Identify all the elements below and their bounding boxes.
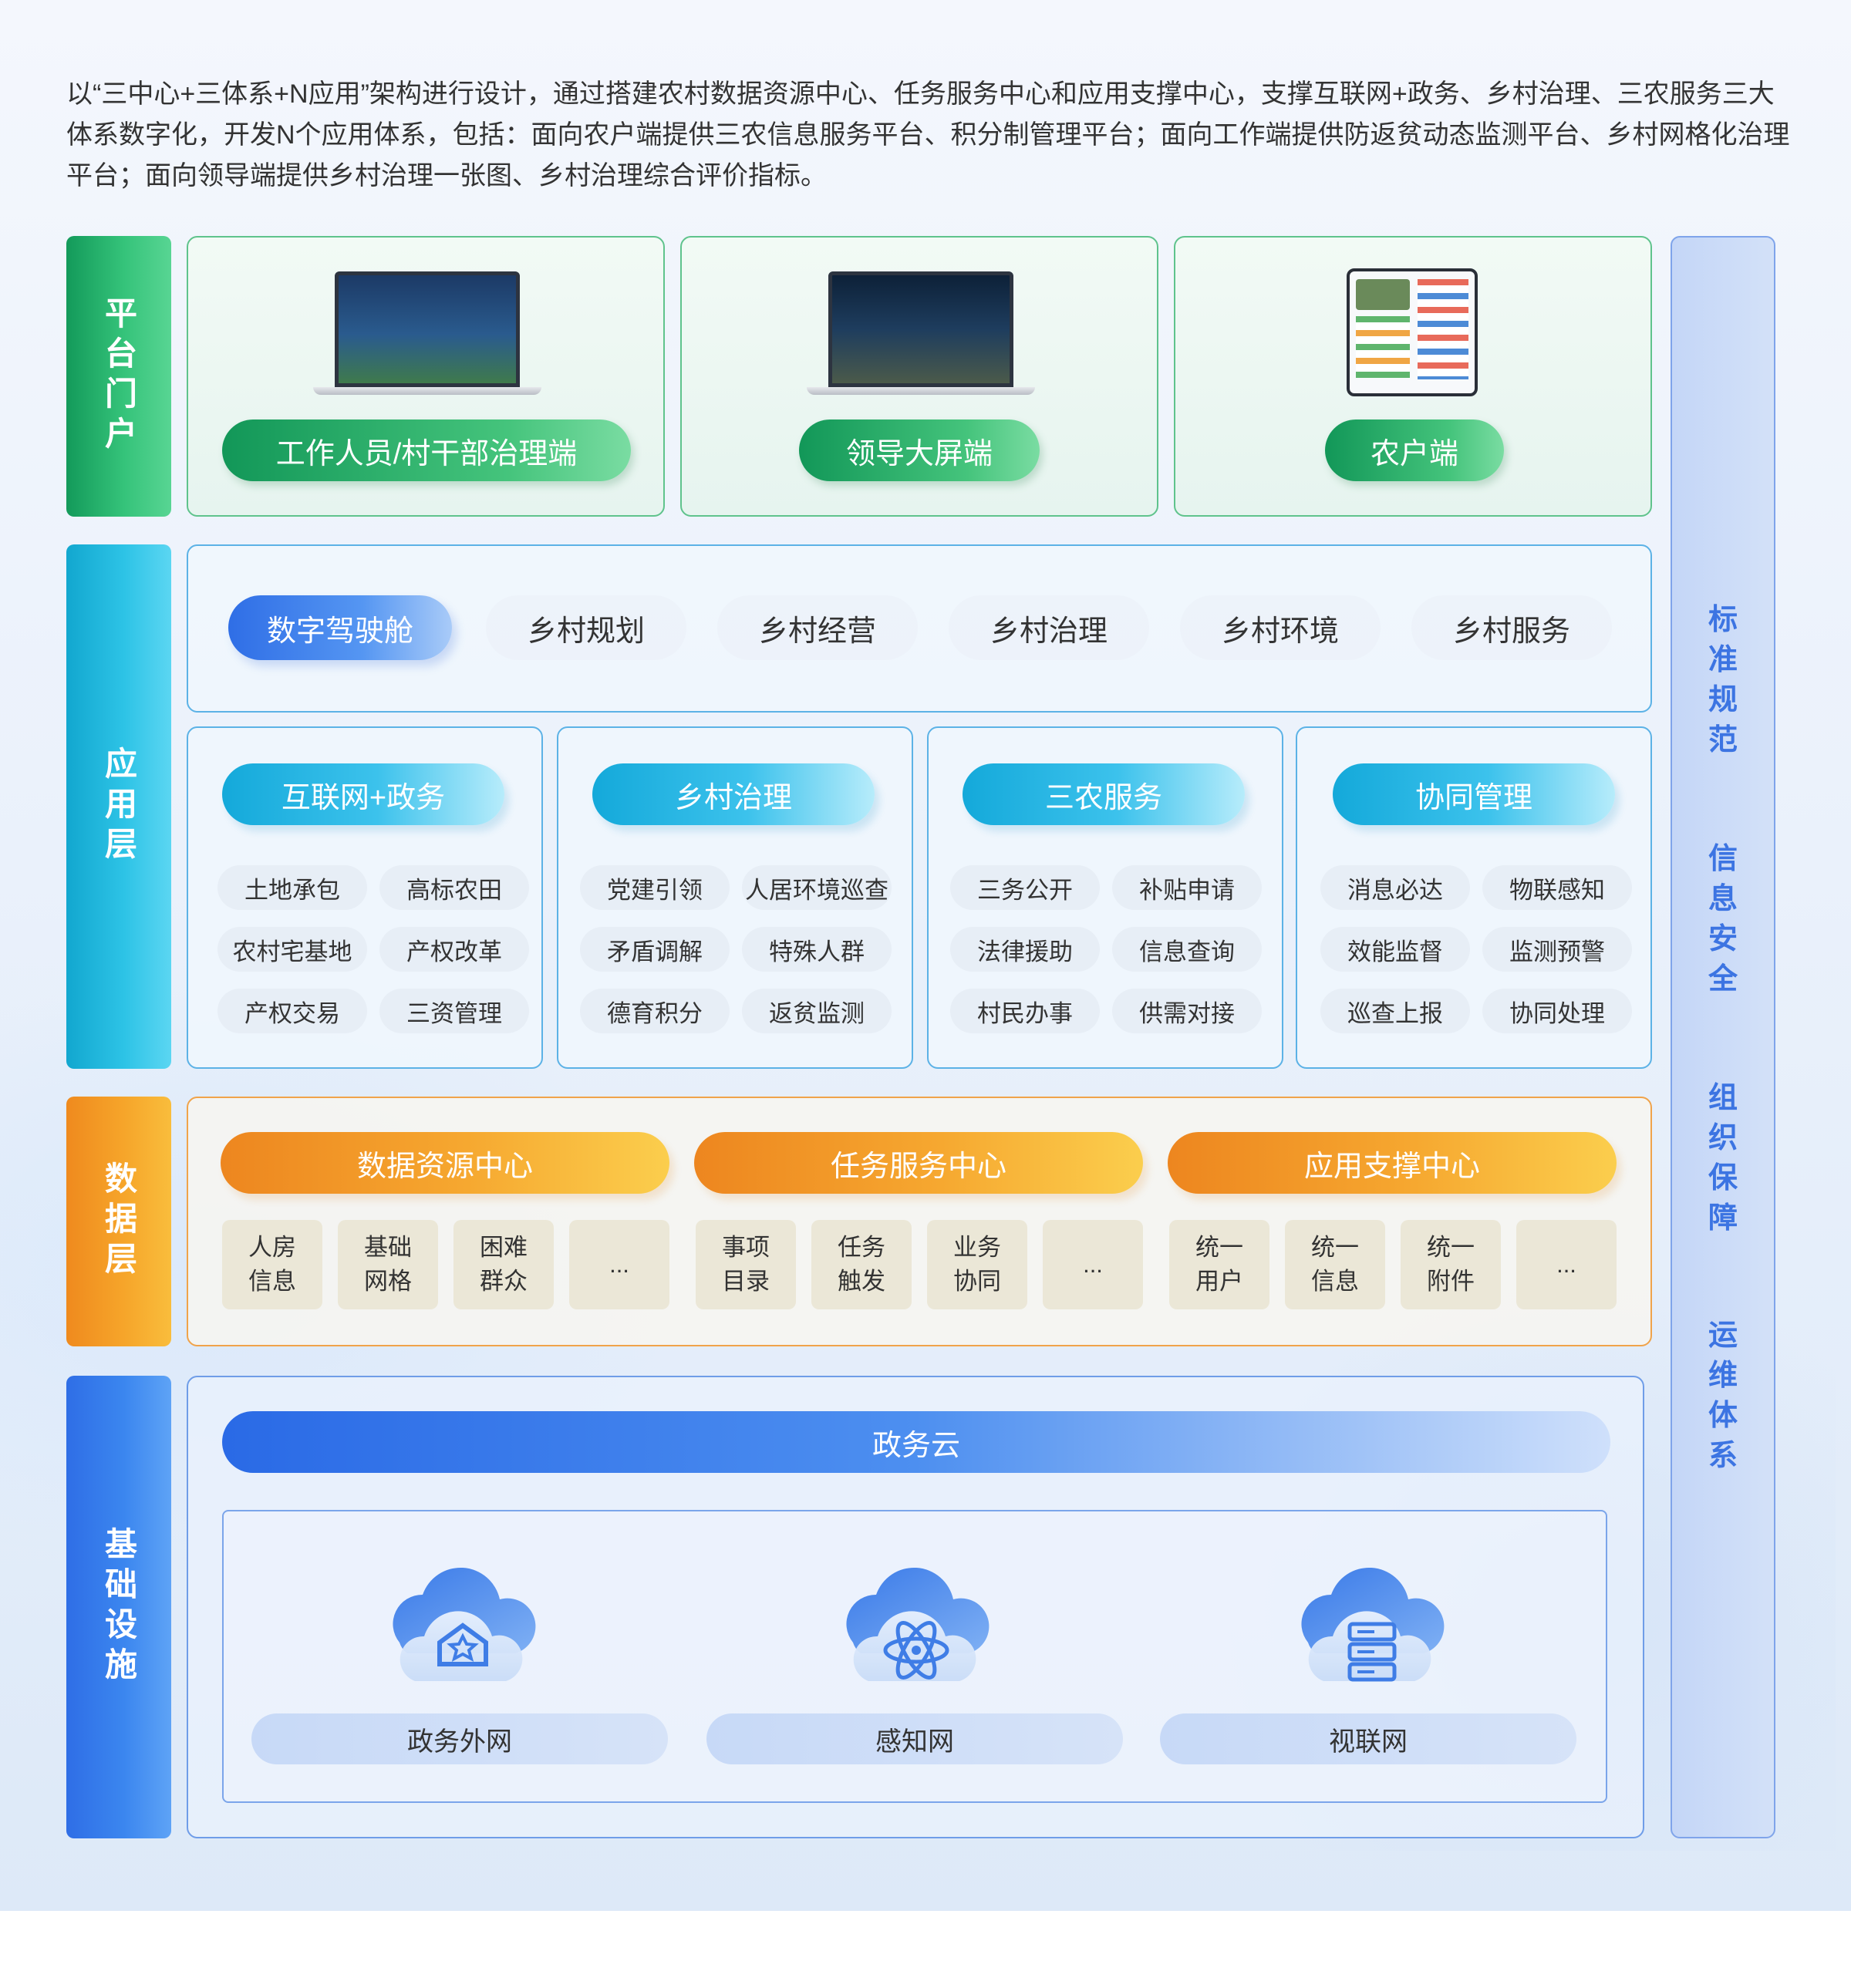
app-item[interactable]: 三务公开 [950, 865, 1100, 910]
app-item[interactable]: 村民办事 [950, 989, 1100, 1033]
data-item[interactable]: 任务触发 [811, 1220, 912, 1309]
network-label[interactable]: 视联网 [1160, 1713, 1576, 1764]
right-group-label: 运维体系 [1708, 1319, 1738, 1472]
laptop-icon [807, 271, 1035, 395]
right-group-operations: 运维体系 [1672, 1316, 1774, 1476]
app-item[interactable]: 农村宅基地 [217, 927, 367, 972]
intro-paragraph: 以“三中心+三体系+N应用”架构进行设计，通过搭建农村数据资源中心、任务服务中心… [66, 79, 1790, 190]
data-item[interactable]: 统一信息 [1285, 1220, 1385, 1309]
app-item[interactable]: 三资管理 [379, 989, 529, 1033]
nav-tab-business[interactable]: 乡村经营 [717, 595, 918, 660]
app-item[interactable]: 消息必达 [1320, 865, 1470, 910]
portal-card-leader[interactable]: 领导大屏端 [680, 236, 1158, 517]
app-item[interactable]: 监测预警 [1482, 927, 1632, 972]
network-label[interactable]: 感知网 [706, 1713, 1123, 1764]
right-group-label: 组织保障 [1708, 1082, 1738, 1235]
portal-card-farmer[interactable]: 农户端 [1174, 236, 1652, 517]
app-item[interactable]: 土地承包 [217, 865, 367, 910]
nav-tab-environment[interactable]: 乡村环境 [1180, 595, 1381, 660]
portal-button-farmer[interactable]: 农户端 [1325, 420, 1504, 481]
layer-label-application: 应用层 [66, 544, 171, 1069]
app-item[interactable]: 党建引领 [580, 865, 730, 910]
right-group-organization: 组织保障 [1672, 1078, 1774, 1238]
app-group-title: 互联网+政务 [222, 763, 504, 825]
app-item[interactable]: 法律援助 [950, 927, 1100, 972]
app-item[interactable]: 特殊人群 [742, 927, 892, 972]
network-label[interactable]: 政务外网 [251, 1713, 668, 1764]
nav-tab-planning[interactable]: 乡村规划 [486, 595, 686, 660]
app-group-card: 三农服务 三务公开 补贴申请 法律援助 信息查询 村民办事 供需对接 [927, 726, 1283, 1069]
layer-label-infra: 基础设施 [66, 1376, 171, 1838]
right-group-standards: 标准规范 [1672, 600, 1774, 760]
app-item[interactable]: 德育积分 [580, 989, 730, 1033]
data-center-title: 数据资源中心 [221, 1132, 669, 1194]
atom-icon [846, 1567, 990, 1681]
data-item[interactable]: 基础网格 [338, 1220, 438, 1309]
app-item[interactable]: 供需对接 [1112, 989, 1262, 1033]
data-item-more[interactable]: ... [1516, 1220, 1617, 1309]
data-item[interactable]: 业务协同 [927, 1220, 1027, 1309]
right-support-column: 标准规范 信息安全 组织保障 运维体系 [1671, 236, 1775, 1838]
nav-tab-cockpit[interactable]: 数字驾驶舱 [228, 595, 452, 660]
gov-cloud-bar: 政务云 [222, 1411, 1610, 1473]
data-item-more[interactable]: ... [569, 1220, 669, 1309]
right-group-label: 标准规范 [1708, 604, 1738, 756]
app-group-card: 协同管理 消息必达 物联感知 效能监督 监测预警 巡查上报 协同处理 [1296, 726, 1652, 1069]
layer-label-portal: 平台门户 [66, 236, 171, 517]
app-group-card: 互联网+政务 土地承包 高标农田 农村宅基地 产权改革 产权交易 三资管理 [187, 726, 543, 1069]
data-item[interactable]: 统一附件 [1401, 1220, 1501, 1309]
app-item[interactable]: 产权交易 [217, 989, 367, 1033]
data-item[interactable]: 人房信息 [222, 1220, 322, 1309]
tablet-icon [1347, 268, 1478, 396]
app-item[interactable]: 物联感知 [1482, 865, 1632, 910]
right-group-label: 信息安全 [1708, 843, 1738, 996]
nav-tab-services[interactable]: 乡村服务 [1411, 595, 1612, 660]
house-star-icon [393, 1567, 536, 1681]
nav-tab-governance[interactable]: 乡村治理 [949, 595, 1149, 660]
data-item[interactable]: 事项目录 [696, 1220, 796, 1309]
data-item[interactable]: 困难群众 [453, 1220, 554, 1309]
right-group-security: 信息安全 [1672, 839, 1774, 999]
app-item[interactable]: 巡查上报 [1320, 989, 1470, 1033]
app-item[interactable]: 协同处理 [1482, 989, 1632, 1033]
app-item[interactable]: 补贴申请 [1112, 865, 1262, 910]
app-item[interactable]: 高标农田 [379, 865, 529, 910]
data-center-title: 任务服务中心 [694, 1132, 1143, 1194]
app-item[interactable]: 矛盾调解 [580, 927, 730, 972]
app-item[interactable]: 返贫监测 [742, 989, 892, 1033]
app-group-card: 乡村治理 党建引领 人居环境巡查 矛盾调解 特殊人群 德育积分 返贫监测 [557, 726, 913, 1069]
portal-button-leader[interactable]: 领导大屏端 [799, 420, 1040, 481]
app-item[interactable]: 人居环境巡查 [742, 865, 892, 910]
data-item[interactable]: 统一用户 [1169, 1220, 1269, 1309]
data-center-title: 应用支撑中心 [1168, 1132, 1617, 1194]
app-group-title: 协同管理 [1333, 763, 1615, 825]
app-item[interactable]: 信息查询 [1112, 927, 1262, 972]
layer-label-data: 数据层 [66, 1097, 171, 1346]
app-item[interactable]: 产权改革 [379, 927, 529, 972]
app-item[interactable]: 效能监督 [1320, 927, 1470, 972]
laptop-icon [313, 271, 541, 395]
app-group-title: 三农服务 [963, 763, 1245, 825]
data-item-more[interactable]: ... [1043, 1220, 1143, 1309]
server-icon [1301, 1567, 1445, 1682]
portal-card-worker[interactable]: 工作人员/村干部治理端 [187, 236, 665, 517]
app-group-title: 乡村治理 [592, 763, 875, 825]
portal-button-worker[interactable]: 工作人员/村干部治理端 [222, 420, 631, 481]
